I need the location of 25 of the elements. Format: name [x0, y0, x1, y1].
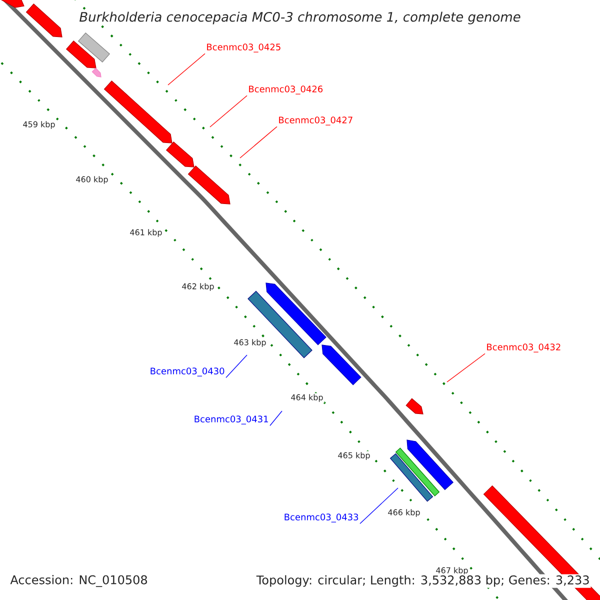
gene-label: Bcenmc03_0432	[487, 344, 560, 352]
leader-line	[210, 95, 248, 128]
tick-label: 463 kbp	[232, 338, 268, 348]
leader-line	[446, 353, 486, 382]
gene-label: Bcenmc03_0431	[194, 416, 268, 424]
title: Burkholderia cenocepacia MC0-3 chromosome 1, complete genome	[78, 10, 522, 26]
footer-text: Accession: NC_010508	[9, 574, 149, 588]
footer-text: Topology: circular; Length: 3,532,883 bp; Genes: 3,233	[255, 574, 591, 588]
gene-label: Bcenmc03_0425	[207, 44, 280, 52]
leader-line	[168, 53, 206, 86]
gene-label: Bcenmc03_0427	[279, 116, 352, 126]
gene-label: Bcenmc03_0430	[150, 368, 224, 376]
gene-label: Bcenmc03_0433	[284, 514, 358, 522]
tick-label: 462 kbp	[180, 282, 216, 292]
tick-label: 461 kbp	[128, 228, 164, 238]
gene-label: Bcenmc03_0426	[249, 86, 323, 94]
tick-label: 460 kbp	[74, 175, 110, 185]
leader-line	[226, 354, 248, 378]
tick-label: 466 kbp	[386, 508, 422, 518]
tick-label: 459 kbp	[22, 120, 56, 130]
leader-line	[270, 410, 282, 426]
tick-label: 465 kbp	[336, 451, 372, 461]
leader-line	[240, 126, 278, 158]
leader-line	[360, 488, 398, 524]
tick-label: 464 kbp	[290, 393, 324, 403]
